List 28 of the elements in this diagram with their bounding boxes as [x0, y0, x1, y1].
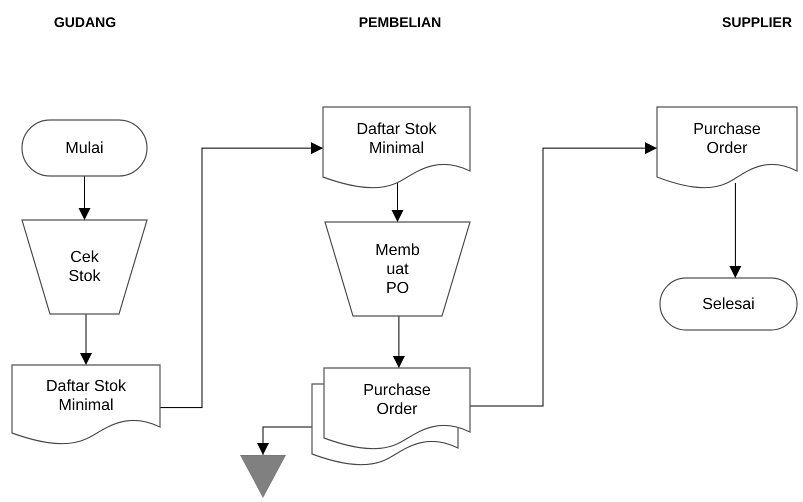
- node-label: Daftar Stok Minimal: [44, 377, 128, 415]
- document-shape: [12, 365, 160, 447]
- offpage-connector: [240, 455, 286, 498]
- arrow: [78, 176, 90, 220]
- node-label: Daftar Stok Minimal: [355, 120, 438, 158]
- arrow: [257, 426, 312, 456]
- node-label: Purchase Order: [692, 120, 762, 158]
- multi-document-shape: [312, 368, 470, 468]
- column-header: SUPPLIER: [722, 14, 792, 30]
- terminator-shape: [22, 120, 147, 176]
- manual-operation-shape: [325, 222, 470, 316]
- arrow: [392, 316, 405, 368]
- document-shape: [323, 107, 470, 191]
- document-shape: [657, 107, 797, 191]
- arrow: [392, 182, 404, 222]
- arrow: [160, 142, 324, 408]
- arrow: [80, 314, 92, 366]
- node-label: Cek Stok: [67, 248, 102, 286]
- terminator-shape: [660, 278, 797, 330]
- manual-operation-shape: [22, 220, 147, 314]
- column-header: GUDANG: [54, 14, 116, 30]
- arrow: [470, 142, 658, 406]
- node-label: Purchase Order: [362, 381, 432, 419]
- node-label: Memb uat PO: [374, 240, 420, 298]
- column-header: PEMBELIAN: [358, 14, 442, 30]
- arrow: [729, 182, 742, 278]
- node-label: Selesai: [702, 294, 755, 314]
- node-label: Mulai: [65, 138, 104, 158]
